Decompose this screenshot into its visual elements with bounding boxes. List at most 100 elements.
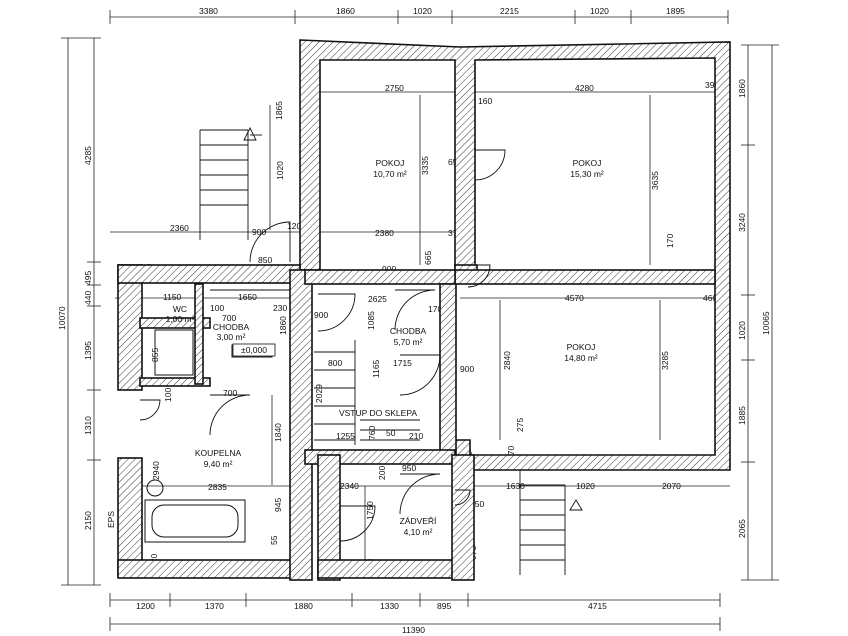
room-area-chodba-1: 3,00 m²	[217, 332, 246, 342]
dim-right-3: 1020	[737, 321, 747, 340]
level-marker: ±0,000	[241, 345, 267, 355]
dim-int: 1020	[576, 481, 595, 491]
room-area-pokoj-1: 10,70 m²	[373, 169, 407, 179]
dim-int: 100	[210, 303, 224, 313]
inner-lines	[144, 289, 290, 543]
dim-int: 470	[506, 446, 516, 460]
outer-walls	[117, 39, 731, 581]
dim-int: 1020	[275, 161, 285, 180]
stairs	[199, 126, 583, 575]
dim-int: 665	[423, 251, 433, 265]
dim-int: 1165	[371, 359, 381, 378]
dim-right-1: 1860	[737, 79, 747, 98]
dim-top-5: 1020	[590, 6, 609, 16]
room-area-pokoj-2: 15,30 m²	[570, 169, 604, 179]
dim-bottom-1: 1200	[136, 601, 155, 611]
dim-int: 2835	[208, 482, 227, 492]
dim-int: 1255	[336, 431, 355, 441]
dim-int: 945	[273, 498, 283, 512]
level-marker-box	[232, 343, 276, 357]
dim-int: 900	[460, 364, 474, 374]
dim-int: 1865	[274, 101, 284, 120]
dim-right-5: 2065	[737, 519, 747, 538]
room-area-koupelna: 9,40 m²	[204, 459, 233, 469]
dim-bottom-total: 11390	[402, 625, 425, 635]
dim-int: 700	[223, 388, 237, 398]
dim-int: 850	[470, 499, 484, 509]
dim-bottom-6: 4715	[588, 601, 607, 611]
room-name-chodba-1: CHODBA	[213, 322, 250, 332]
dim-int: 1715	[393, 358, 412, 368]
room-area-pokoj-3: 14,80 m²	[564, 353, 598, 363]
dim-right-4: 1885	[737, 406, 747, 425]
dim-int: 170	[428, 304, 442, 314]
dim-bottom-2: 1370	[205, 601, 224, 611]
dim-bottom-4: 1330	[380, 601, 399, 611]
dim-int: 3335	[420, 156, 430, 175]
dim-int: 1860	[278, 316, 288, 335]
dim-int: 1840	[273, 423, 283, 442]
eps-label: EPS	[106, 511, 116, 528]
dim-top-3: 1020	[413, 6, 432, 16]
dim-top-6: 1895	[666, 6, 685, 16]
dim-right-2: 3240	[737, 213, 747, 232]
dim-int: 100	[163, 388, 173, 402]
stairs-label: VSTUP DO SKLEPA	[339, 408, 417, 418]
dim-int: 160	[478, 96, 492, 106]
dim-int: 2940	[151, 461, 161, 480]
dim-int: 760	[367, 426, 377, 440]
dim-int: 55	[269, 535, 279, 545]
room-name-wc: WC	[173, 304, 187, 314]
dim-int: 200	[377, 466, 387, 480]
dim-int: 2070	[662, 481, 681, 491]
dim-bottom-5: 895	[437, 601, 451, 611]
dim-int: 700	[222, 313, 236, 323]
dim-int: 2360	[170, 223, 189, 233]
dim-left-total: 10070	[57, 306, 67, 330]
dim-int: 2625	[368, 294, 387, 304]
dim-int: 950	[402, 463, 416, 473]
room-area-chodba-2: 5,70 m²	[394, 337, 423, 347]
dim-int: 2840	[502, 351, 512, 370]
dim-int: 800	[328, 358, 342, 368]
dim-int: 170	[665, 234, 675, 248]
dim-int: 1150	[163, 292, 182, 302]
dim-int: 1630	[506, 481, 525, 491]
dim-int: 3635	[650, 171, 660, 190]
dim-top-4: 2215	[500, 6, 519, 16]
dim-int: 850	[258, 255, 272, 265]
dim-int: 460	[703, 293, 717, 303]
dim-left-2: 495	[83, 271, 93, 285]
dim-int: 3285	[660, 351, 670, 370]
dim-int: 2029	[314, 384, 324, 403]
dim-int: 390	[705, 80, 719, 90]
dim-int: 50	[386, 428, 396, 438]
dim-int: 4570	[565, 293, 584, 303]
dim-int: 900	[382, 264, 396, 274]
room-area-wc: 1,00 m²	[166, 314, 195, 324]
dim-int: 210	[409, 431, 423, 441]
dim-bottom-3: 1880	[294, 601, 313, 611]
dim-int: 2340	[340, 481, 359, 491]
dim-int: 2380	[375, 228, 394, 238]
dim-int: 1085	[366, 311, 376, 330]
dim-left-3: 440	[83, 291, 93, 305]
dim-left-1: 4285	[83, 146, 93, 165]
dim-int: 900	[314, 310, 328, 320]
dim-int: 4280	[575, 83, 594, 93]
room-name-zadveri: ZÁDVEŘÍ	[400, 516, 437, 526]
room-name-pokoj-1: POKOJ	[376, 158, 405, 168]
dim-int: 1650	[238, 292, 257, 302]
room-name-pokoj-3: POKOJ	[567, 342, 596, 352]
dim-int: 120	[287, 221, 301, 231]
dim-int: 275	[515, 418, 525, 432]
room-area-zadveri: 4,10 m²	[404, 527, 433, 537]
dim-left-5: 1310	[83, 416, 93, 435]
dim-left-6: 2150	[83, 511, 93, 530]
room-name-pokoj-2: POKOJ	[573, 158, 602, 168]
dim-top-1: 3380	[199, 6, 218, 16]
doors	[139, 149, 506, 542]
room-name-koupelna: KOUPELNA	[195, 448, 242, 458]
dim-int: 1750	[365, 501, 375, 520]
room-name-chodba-2: CHODBA	[390, 326, 427, 336]
